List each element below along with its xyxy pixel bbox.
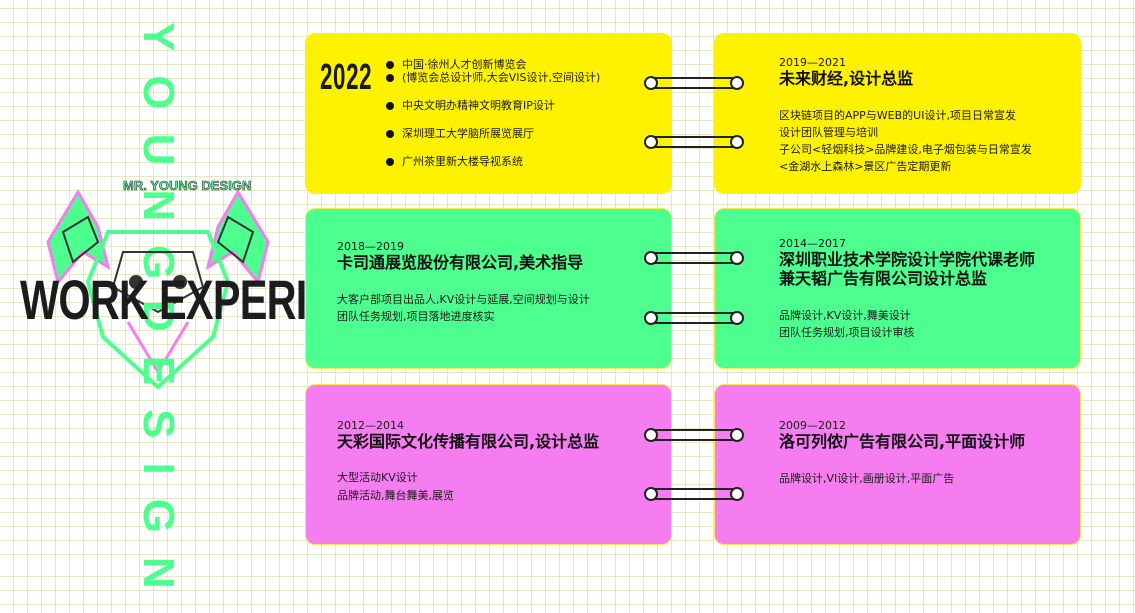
card-2022: [305, 33, 672, 194]
card-2018-line: 团队任务规划,项目落地进度核实: [337, 310, 495, 323]
card-2012: [305, 384, 672, 545]
card-2022-year: 2022: [320, 56, 373, 97]
card-2014-line: 品牌设计,KV设计,舞美设计: [779, 309, 911, 322]
card-2022-bullets: 中国·徐州人才创新博览会 (博览会总设计师,大会VIS设计,空间设计) 中央文明…: [386, 58, 600, 183]
bullet-item: 广州茶里新大楼导视系统: [386, 155, 600, 168]
card-2014: [714, 208, 1081, 369]
card-2014-line: 团队任务规划,项目设计审核: [779, 326, 915, 339]
card-2014-title-line2: 兼天韬广告有限公司设计总监: [779, 269, 988, 288]
card-2012-line: 品牌活动,舞台舞美,展览: [337, 489, 454, 502]
vertical-text-bottom: DESIGN: [134, 300, 183, 613]
binder-ring-icon: [644, 311, 744, 325]
card-2018-line: 大客户部项目出品人,KV设计与延展,空间规划与设计: [337, 293, 590, 306]
card-2009-year: 2009—2012: [779, 419, 846, 432]
bullet-item-continuation: (博览会总设计师,大会VIS设计,空间设计): [386, 71, 600, 84]
card-2019-year: 2019—2021: [779, 56, 846, 69]
mascot-logo-icon: MR. YOUNG DESIGN: [46, 178, 270, 390]
card-2019-line: 设计团队管理与培训: [779, 126, 878, 139]
logo-text: MR. YOUNG DESIGN: [123, 178, 251, 193]
card-2009-line: 品牌设计,VI设计,画册设计,平面广告: [779, 472, 955, 485]
card-2019-line: 子公司<轻烟科技>品牌建设,电子烟包装与日常宣发: [779, 143, 1032, 156]
binder-ring-icon: [644, 487, 744, 501]
card-2018-title: 卡司通展览股份有限公司,美术指导: [337, 253, 584, 272]
binder-ring-icon: [644, 251, 744, 265]
card-2014-year: 2014—2017: [779, 237, 846, 250]
card-2018-year: 2018—2019: [337, 240, 404, 253]
vertical-text-top: YOUNG: [134, 22, 183, 304]
card-2012-title: 天彩国际文化传播有限公司,设计总监: [337, 432, 600, 451]
card-2009: [714, 384, 1081, 545]
bullet-item: 深圳理工大学脑所展览展厅: [386, 127, 600, 140]
binder-ring-icon: [644, 76, 744, 90]
binder-ring-icon: [644, 135, 744, 149]
bullet-item: 中国·徐州人才创新博览会: [386, 58, 600, 71]
card-2018: [305, 208, 672, 369]
binder-ring-icon: [644, 428, 744, 442]
card-2019-line: 区块链项目的APP与WEB的UI设计,项目日常宣发: [779, 109, 1016, 122]
card-2019: [714, 33, 1081, 194]
bullet-item: 中央文明办精神文明教育IP设计: [386, 99, 600, 112]
card-2019-line: <金湖水上森林>景区广告定期更新: [779, 160, 952, 173]
card-2019-title: 未来财经,设计总监: [779, 69, 914, 88]
card-2012-year: 2012—2014: [337, 419, 404, 432]
card-2014-title-line1: 深圳职业技术学院设计学院代课老师: [779, 250, 1036, 269]
card-2009-title: 洛可列侬广告有限公司,平面设计师: [779, 432, 1026, 451]
card-2012-line: 大型活动KV设计: [337, 471, 418, 484]
